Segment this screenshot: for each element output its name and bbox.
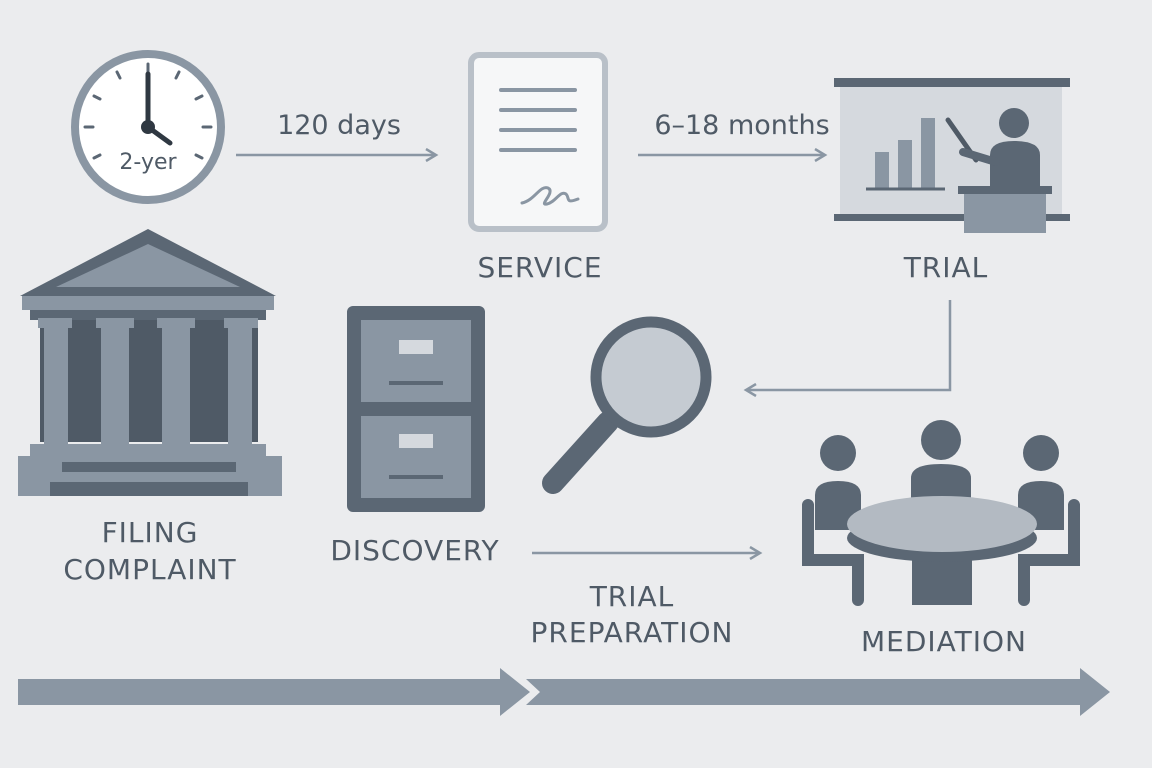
presentation-board-icon bbox=[834, 78, 1070, 233]
timeline-arrow-left bbox=[18, 668, 530, 716]
clock-label: 2-yer bbox=[119, 150, 177, 175]
document-icon bbox=[468, 52, 608, 232]
stage-trial-label: TRIAL bbox=[903, 251, 989, 284]
stage-discovery-label: DISCOVERY bbox=[330, 534, 500, 567]
stage-filing-complaint-label-line1: FILING bbox=[101, 516, 199, 549]
courthouse-icon bbox=[18, 229, 282, 496]
stage-filing-complaint-label-line2: COMPLAINT bbox=[63, 553, 237, 586]
magnifying-glass-icon bbox=[542, 316, 712, 494]
filing-cabinet-icon bbox=[347, 306, 485, 512]
timeline-arrow-right bbox=[526, 668, 1110, 716]
duration-120-days: 120 days bbox=[277, 110, 401, 141]
clock-icon bbox=[71, 50, 225, 204]
meeting-table-icon bbox=[802, 420, 1080, 606]
arrow-trial-to-magnifier bbox=[746, 300, 952, 390]
stage-trial-preparation-label-line1: TRIAL bbox=[589, 580, 675, 613]
stage-service-label: SERVICE bbox=[477, 251, 603, 284]
stage-trial-preparation-label-line2: PREPARATION bbox=[530, 616, 734, 649]
duration-6-18-months: 6–18 months bbox=[654, 110, 830, 141]
stage-mediation-label: MEDIATION bbox=[861, 625, 1027, 658]
